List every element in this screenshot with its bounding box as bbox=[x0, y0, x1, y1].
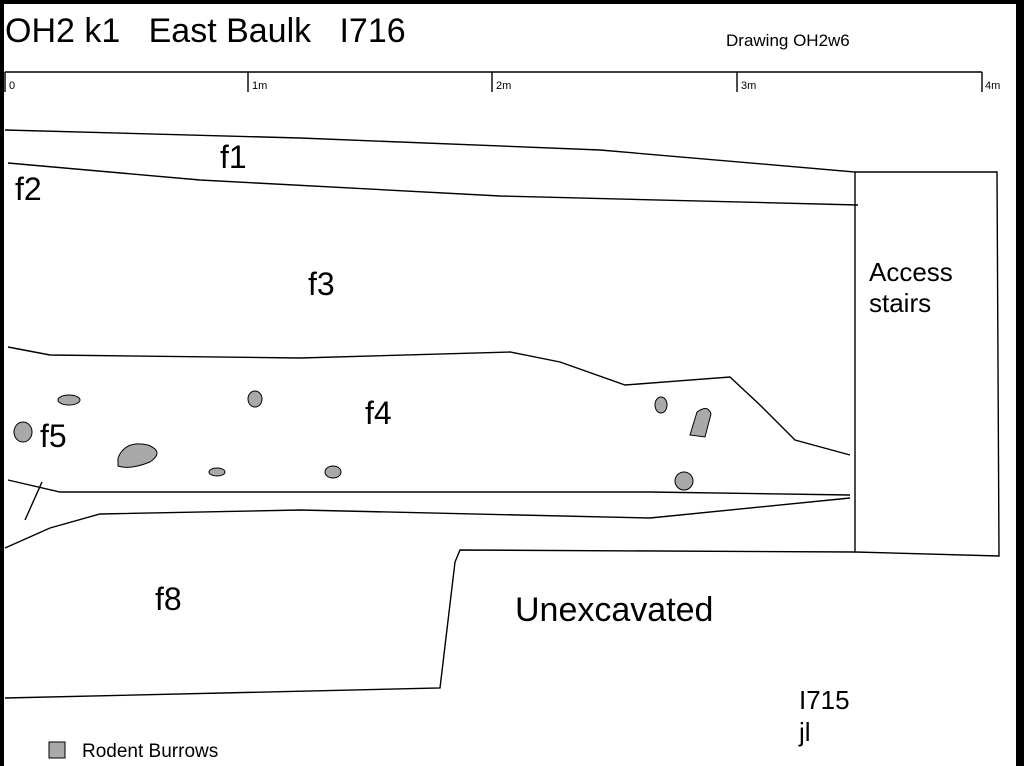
feature-label-f4: f4 bbox=[365, 395, 392, 431]
scale-tick-label: 3m bbox=[741, 80, 756, 92]
feature-label-f5: f5 bbox=[40, 418, 67, 454]
burrow bbox=[57, 394, 81, 406]
drawing-number: Drawing OH2w6 bbox=[726, 31, 850, 50]
scale-tick-label: 1m bbox=[252, 80, 267, 92]
legend: Rodent Burrows bbox=[48, 741, 218, 762]
drawer-initials: jl bbox=[798, 717, 811, 747]
burrow bbox=[247, 390, 263, 408]
access-stairs-label: Access bbox=[869, 257, 953, 287]
legend-label: Rodent Burrows bbox=[82, 741, 218, 762]
burrow bbox=[674, 471, 694, 491]
paper bbox=[4, 4, 1016, 766]
feature-label-f2: f2 bbox=[15, 171, 42, 207]
scale-bar: 0 1m 2m 3m 4m bbox=[4, 71, 1000, 92]
legend-swatch bbox=[48, 741, 66, 759]
feature-label-f8: f8 bbox=[155, 581, 182, 617]
section-outlines bbox=[4, 129, 1000, 699]
scale-tick-label: 0 bbox=[9, 80, 15, 92]
burrow bbox=[324, 465, 342, 479]
feature-label-f3: f3 bbox=[308, 266, 335, 302]
rodent-burrows bbox=[13, 390, 712, 491]
drawing-title: OH2 k1 East Baulk I716 bbox=[5, 12, 406, 50]
scale-tick-label: 4m bbox=[985, 80, 1000, 92]
context-number: I715 bbox=[799, 685, 850, 715]
access-stairs-label: stairs bbox=[869, 288, 931, 318]
burrow bbox=[654, 396, 668, 414]
scale-tick-label: 2m bbox=[496, 80, 511, 92]
burrow bbox=[208, 467, 226, 477]
unexcavated-label: Unexcavated bbox=[515, 591, 713, 629]
burrow bbox=[689, 408, 712, 438]
feature-label-f1: f1 bbox=[220, 139, 247, 175]
burrow bbox=[117, 443, 158, 468]
burrow bbox=[13, 421, 33, 443]
